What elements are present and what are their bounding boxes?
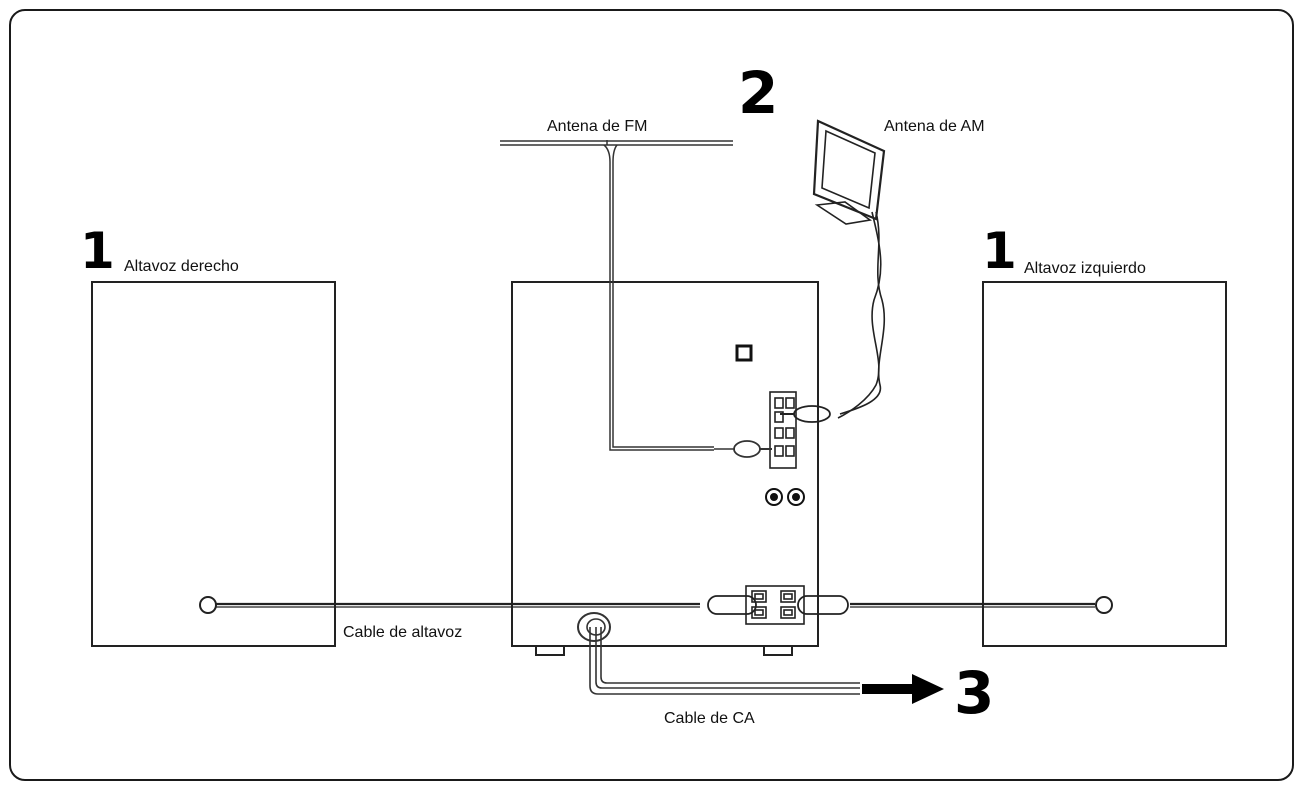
unit-square-port: [735, 344, 753, 362]
am-antenna: [780, 119, 886, 423]
antenna-terminal: [769, 391, 797, 469]
step-3-ac: 3: [954, 659, 995, 727]
step-2-antennas: 2: [738, 59, 779, 127]
diagram-frame: [9, 9, 1294, 781]
right-speaker-box: [91, 281, 336, 647]
am-antenna-label: Antena de AM: [884, 118, 985, 135]
left-speaker-label: Altavoz izquierdo: [1024, 260, 1146, 277]
main-unit-box: [511, 281, 819, 647]
ac-arrow: [862, 674, 944, 704]
speaker-terminal: [745, 585, 805, 625]
fm-antenna-wire: [500, 140, 772, 458]
ac-cable-label: Cable de CA: [664, 710, 755, 727]
right-speaker-label: Altavoz derecho: [124, 258, 239, 275]
fm-antenna-label: Antena de FM: [547, 118, 648, 135]
main-unit-feet: [535, 645, 793, 656]
speaker-cable-label: Cable de altavoz: [343, 624, 463, 641]
step-1-right-speaker: 1: [80, 222, 115, 280]
step-1-left-speaker: 1: [982, 222, 1017, 280]
speaker-cable: [199, 595, 1113, 615]
left-speaker-box: [982, 281, 1227, 647]
round-jacks: [765, 488, 805, 506]
ac-cable: [577, 612, 860, 695]
